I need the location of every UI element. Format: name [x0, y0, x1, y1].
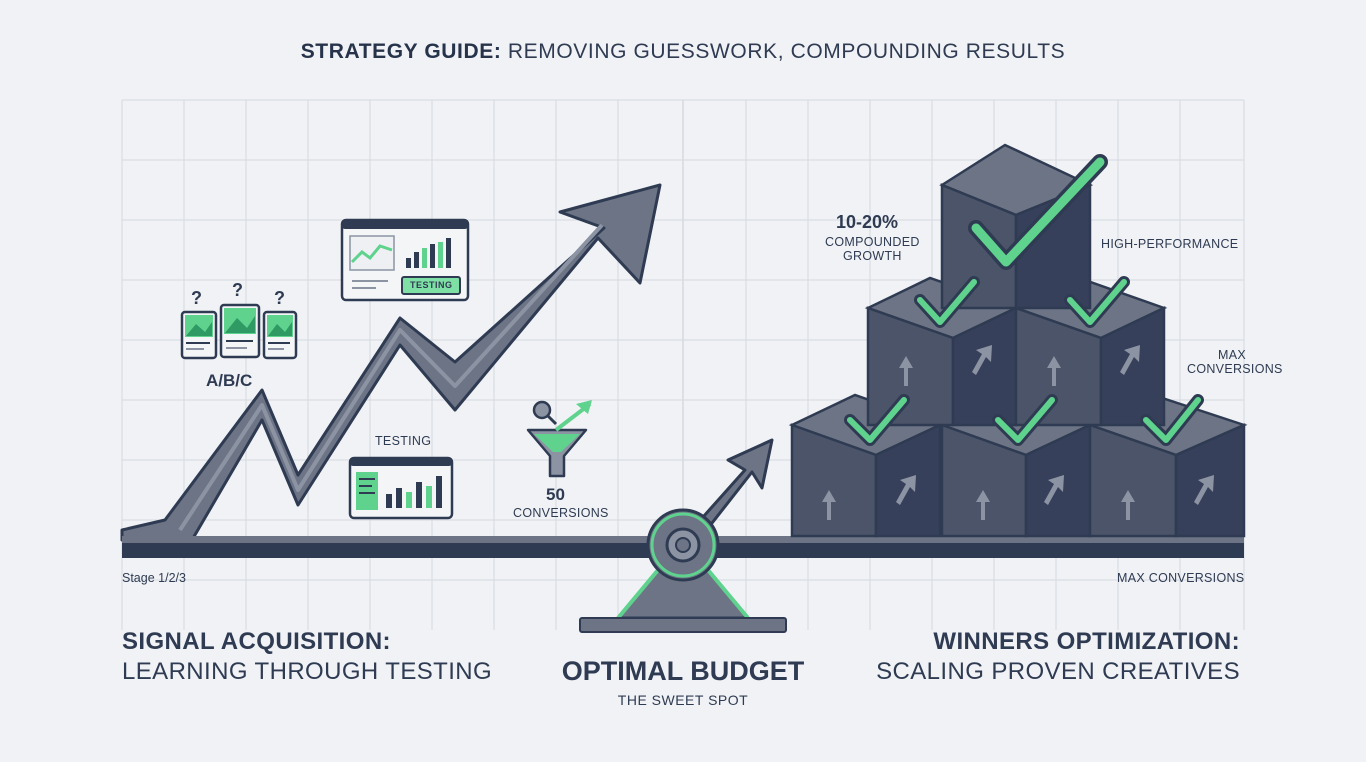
winning-creatives-cube-pyramid	[788, 143, 1248, 538]
page-title: STRATEGY GUIDE: REMOVING GUESSWORK, COMP…	[0, 40, 1366, 64]
max-conversions-label-line1: MAX	[1218, 348, 1246, 362]
up-arrow-icons	[822, 345, 1214, 520]
signal-acquisition-title: SIGNAL ACQUISITION:	[122, 628, 391, 655]
testing-badge: TESTING	[410, 280, 453, 290]
abc-label: A/B/C	[206, 371, 253, 390]
conversion-funnel-icon	[526, 400, 592, 478]
conversions-label: CONVERSIONS	[513, 506, 609, 520]
conversions-value: 50	[546, 485, 565, 504]
testing-chart-card-icon	[348, 456, 454, 520]
testing-dashboard-icon	[340, 218, 470, 302]
winners-optimization-subtitle: SCALING PROVEN CREATIVES	[876, 658, 1240, 685]
high-performance-label: HIGH-PERFORMANCE	[1101, 237, 1239, 251]
title-rest: REMOVING GUESSWORK, COMPOUNDING RESULTS	[501, 40, 1066, 63]
question-mark-icon: ?	[232, 280, 243, 300]
title-bold: STRATEGY GUIDE:	[300, 40, 502, 63]
max-conversions-label-line2: CONVERSIONS	[1187, 362, 1283, 376]
signal-acquisition-subtitle: LEARNING THROUGH TESTING	[122, 658, 493, 685]
optimal-budget-title: OPTIMAL BUDGET	[561, 656, 805, 686]
small-growth-arrow	[693, 438, 774, 534]
max-conversions-axis-label: MAX CONVERSIONS	[1117, 571, 1245, 585]
checkmark-icons	[844, 154, 1204, 446]
stage-label: Stage 1/2/3	[122, 571, 186, 585]
optimal-budget-subtitle: THE SWEET SPOT	[617, 692, 749, 708]
cube	[788, 393, 944, 538]
question-mark-icon: ?	[274, 288, 285, 308]
growth-arrow	[120, 183, 662, 542]
growth-value: 10-20%	[836, 212, 899, 232]
fulcrum-icon	[579, 508, 787, 633]
testing-caption: TESTING	[375, 434, 432, 448]
winners-optimization-title: WINNERS OPTIMIZATION:	[933, 628, 1240, 655]
cube	[939, 143, 1094, 310]
growth-label-line2: GROWTH	[843, 249, 902, 263]
question-mark-icon: ?	[191, 288, 202, 308]
cube	[1086, 393, 1248, 538]
growth-label-line1: COMPOUNDED	[825, 235, 920, 249]
abc-creative-cards-icon	[180, 303, 298, 360]
